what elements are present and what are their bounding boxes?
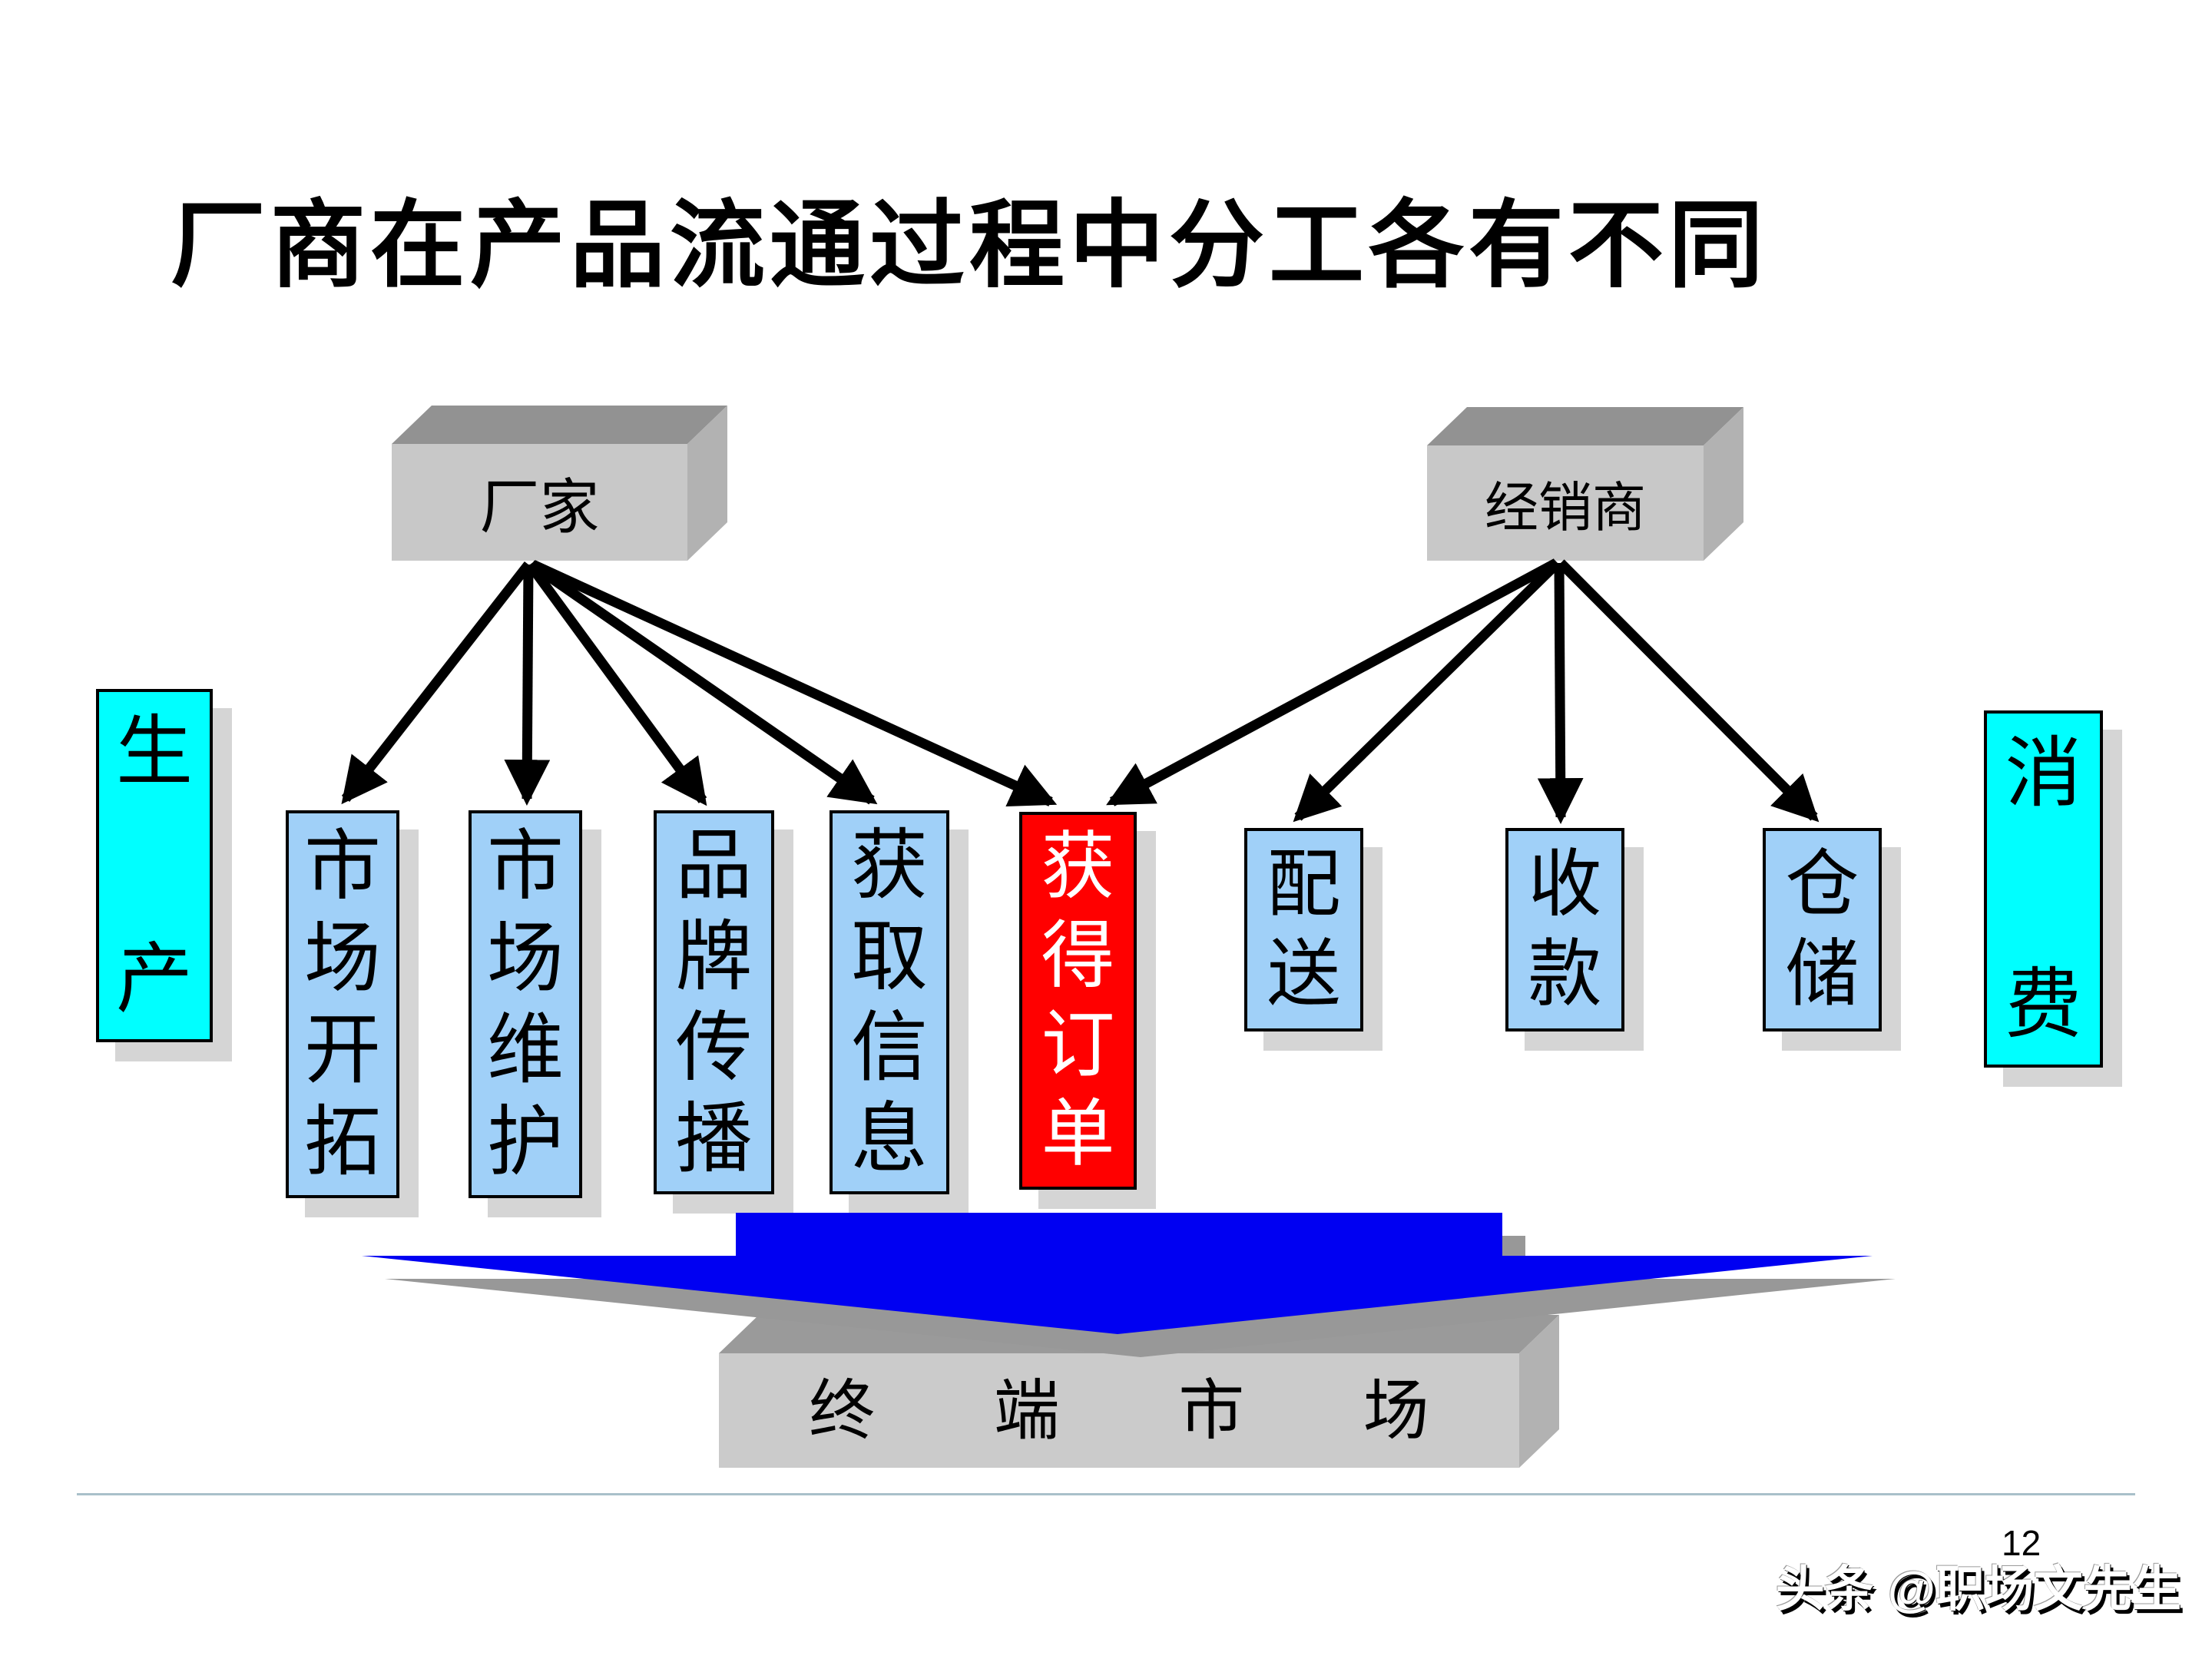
watermark: 头条 @职场文先生 <box>1775 1561 2181 1617</box>
arrow-distributor-get-orders <box>1106 558 1559 806</box>
slide-title: 厂商在产品流通过程中分工各有不同 <box>171 193 1769 299</box>
page-number: 12 <box>2002 1523 2041 1563</box>
task-label: 品牌传播 <box>675 823 753 1182</box>
task-get-orders-highlight: 获得订单 <box>1019 812 1137 1190</box>
task-label: 获取信息 <box>851 823 928 1182</box>
manufacturer-box-top <box>392 406 727 444</box>
distributor-box-top <box>1427 407 1743 445</box>
arrow-distributor-delivery <box>1293 559 1561 823</box>
production-box: 生产 <box>96 689 213 1042</box>
task-label: 市场维护 <box>487 823 564 1185</box>
manufacturer-label: 厂家 <box>479 473 600 541</box>
task-label: 获得订单 <box>1041 826 1115 1175</box>
task-label: 收款 <box>1528 843 1602 1016</box>
task-label: 配送 <box>1267 843 1341 1016</box>
distributor-box: 经销商 <box>1427 445 1704 561</box>
task-collect-payment: 收款 <box>1505 828 1624 1031</box>
task-market-maintenance: 市场维护 <box>469 810 582 1198</box>
footer-divider <box>77 1493 2135 1495</box>
arrow-manufacturer-get-orders <box>531 560 1058 806</box>
task-warehousing: 仓储 <box>1763 828 1882 1031</box>
distributor-label: 经销商 <box>1485 477 1646 538</box>
consumption-box: 消费 <box>1984 710 2103 1068</box>
arrow-manufacturer-market-maintenance <box>504 564 551 806</box>
consumption-label: 消费 <box>2005 730 2082 1048</box>
arrow-manufacturer-get-information <box>528 560 878 805</box>
task-get-information: 获取信息 <box>830 810 949 1194</box>
arrow-distributor-warehousing <box>1557 559 1820 823</box>
arrow-manufacturer-brand-communication <box>525 561 707 806</box>
task-delivery: 配送 <box>1244 828 1363 1031</box>
arrow-distributor-collect-payment <box>1537 562 1584 824</box>
task-market-development: 市场开拓 <box>286 810 399 1198</box>
manufacturer-box: 厂家 <box>392 444 687 561</box>
arrow-manufacturer-market-development <box>341 561 533 805</box>
terminal-market-box-top <box>719 1315 1559 1353</box>
task-brand-communication: 品牌传播 <box>654 810 774 1194</box>
production-label: 生产 <box>116 709 193 1022</box>
task-label: 仓储 <box>1785 843 1859 1016</box>
terminal-market-box: 终端市场 <box>719 1353 1519 1468</box>
task-label: 市场开拓 <box>304 823 381 1185</box>
terminal-market-label: 终端市场 <box>809 1373 1429 1448</box>
